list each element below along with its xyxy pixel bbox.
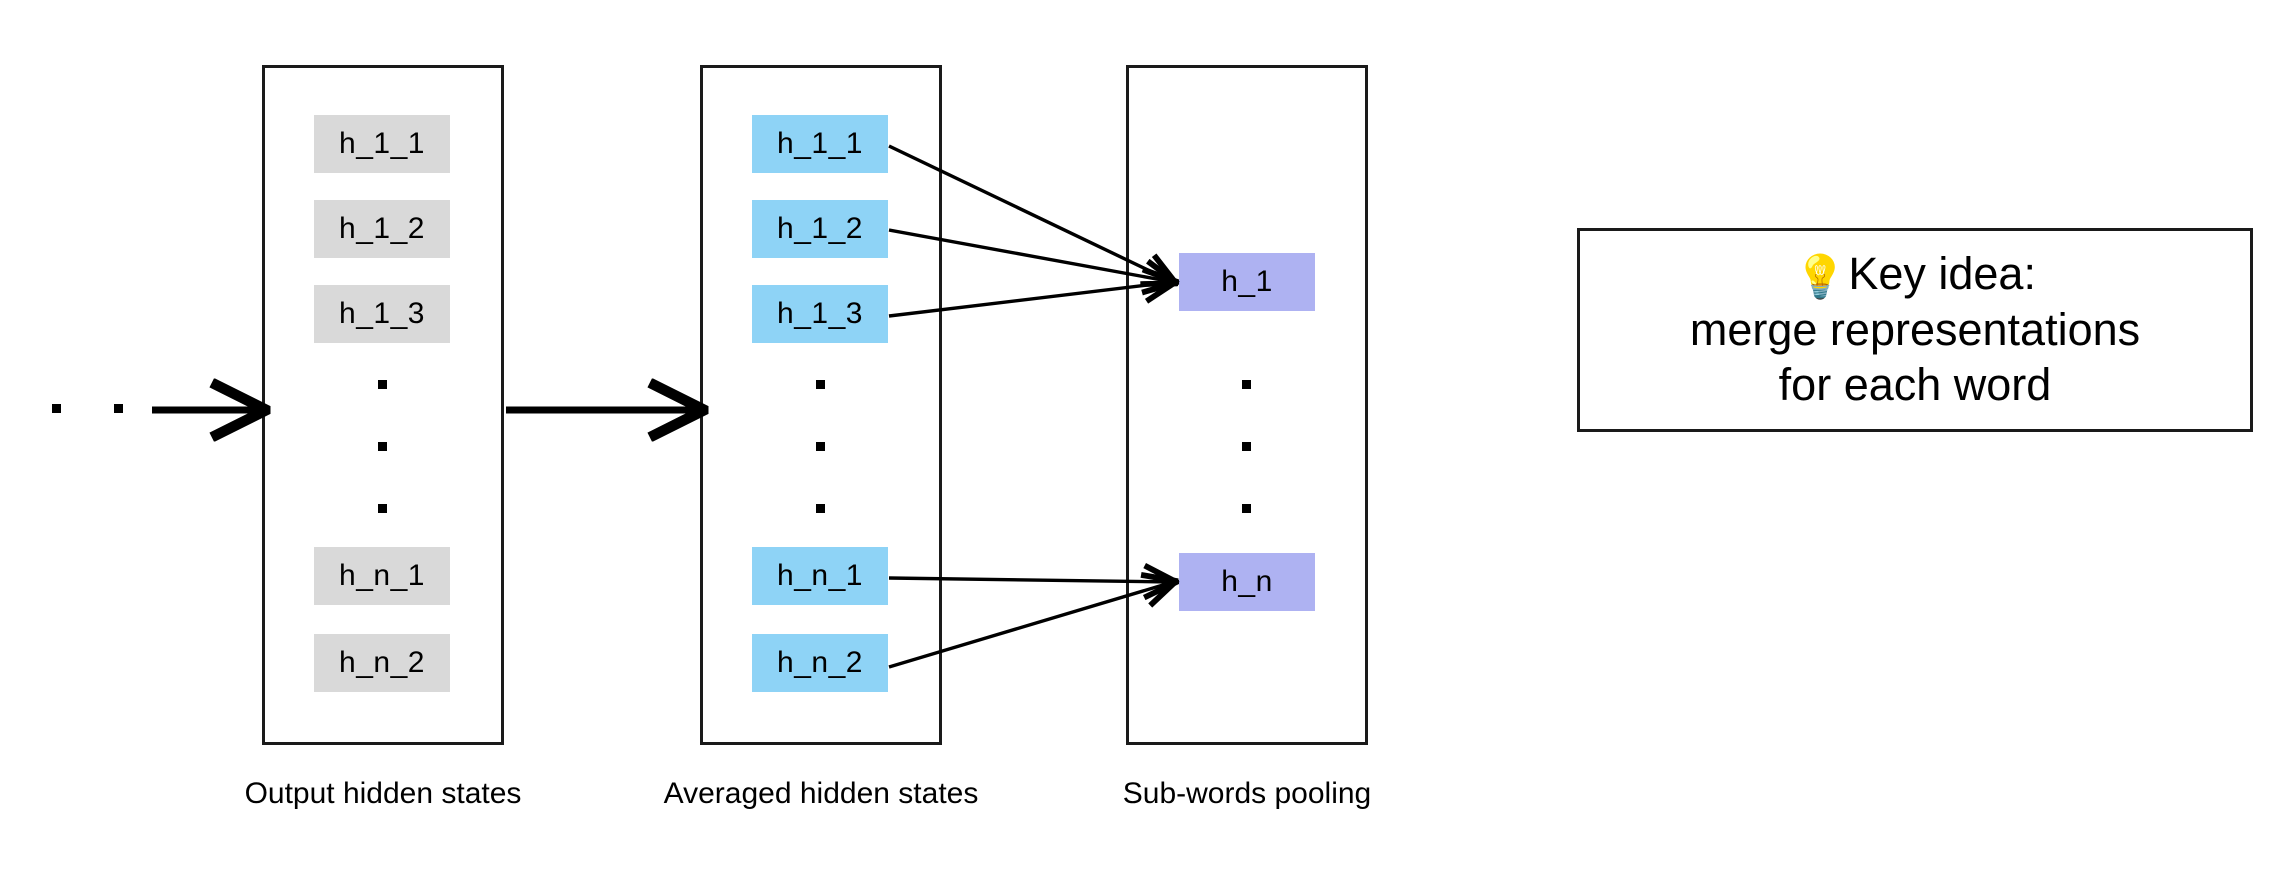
ellipsis-dot (1242, 380, 1251, 389)
ellipsis-sub-words-pooling (1242, 380, 1254, 525)
column-output-hidden-states (262, 65, 504, 745)
ellipsis-dot (52, 404, 61, 413)
cell-averaged-h_1_1[interactable]: h_1_1 (752, 115, 888, 173)
cell-averaged-h_n_1[interactable]: h_n_1 (752, 547, 888, 605)
ellipsis-dot (114, 404, 123, 413)
cell-averaged-h_n_2[interactable]: h_n_2 (752, 634, 888, 692)
cell-output-h_1_3[interactable]: h_1_3 (314, 285, 450, 343)
ellipsis-dot (816, 380, 825, 389)
ellipsis-dot (1242, 504, 1251, 513)
ellipsis-dot (816, 442, 825, 451)
key-idea-line-2: merge representations (1689, 303, 2141, 355)
ellipsis-dot (378, 504, 387, 513)
ellipsis-dot (1242, 442, 1251, 451)
key-idea-headline-text: Key idea: (1848, 248, 2036, 300)
ellipsis-dot (378, 380, 387, 389)
cell-pooled-h_1[interactable]: h_1 (1179, 253, 1315, 311)
cell-output-h_n_1[interactable]: h_n_1 (314, 547, 450, 605)
ellipsis-dot (378, 442, 387, 451)
caption-output-hidden-states: Output hidden states (244, 777, 522, 810)
caption-sub-words-pooling: Sub-words pooling (1122, 777, 1372, 810)
ellipsis-averaged-hidden-states (816, 380, 828, 525)
cell-averaged-h_1_2[interactable]: h_1_2 (752, 200, 888, 258)
cell-averaged-h_1_3[interactable]: h_1_3 (752, 285, 888, 343)
ellipsis-dot (816, 504, 825, 513)
cell-output-h_1_2[interactable]: h_1_2 (314, 200, 450, 258)
key-idea-headline: 💡Key idea: (1794, 247, 2036, 302)
cell-output-h_1_1[interactable]: h_1_1 (314, 115, 450, 173)
key-idea-callout: 💡Key idea: merge representations for eac… (1577, 228, 2253, 432)
light-bulb-icon: 💡 (1794, 253, 1847, 301)
cell-pooled-h_n[interactable]: h_n (1179, 553, 1315, 611)
key-idea-line-3: for each word (1778, 358, 2052, 410)
input-ellipsis (52, 404, 162, 416)
caption-averaged-hidden-states: Averaged hidden states (663, 777, 979, 810)
cell-output-h_n_2[interactable]: h_n_2 (314, 634, 450, 692)
ellipsis-output-hidden-states (378, 380, 390, 525)
